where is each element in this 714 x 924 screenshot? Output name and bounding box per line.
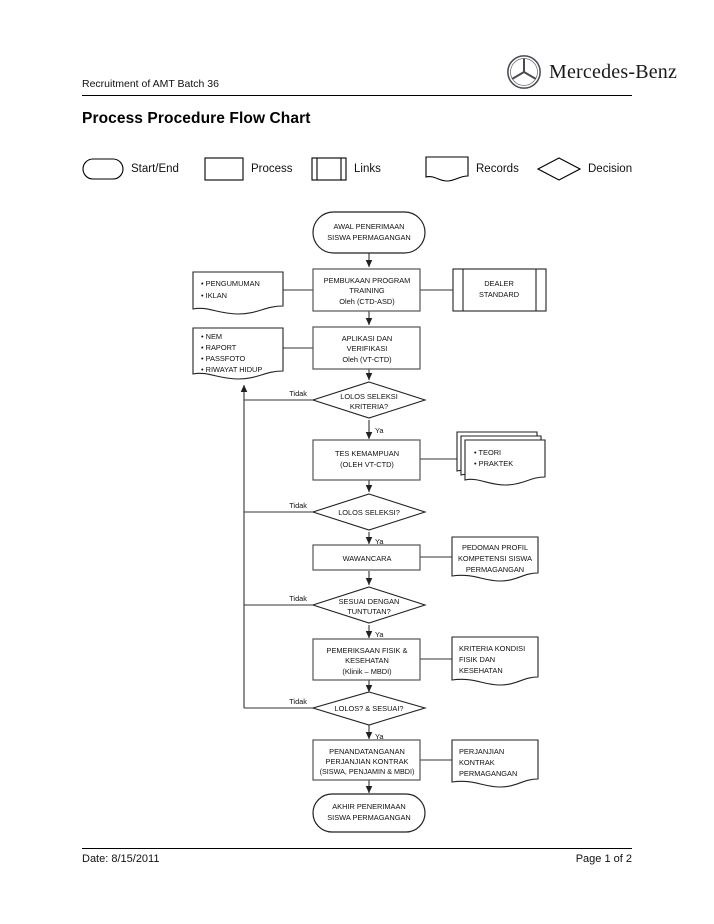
node-dec-seleksi-line-1: LOLOS SELEKSI? xyxy=(338,508,400,517)
node-doc-berkas: • NEM • RAPORT • PASSFOTO • RIWAYAT HIDU… xyxy=(192,327,284,380)
node-doc-teori-line-2: • PRAKTEK xyxy=(474,459,513,468)
edge-label-seleksi-no: Tidak xyxy=(289,501,307,510)
node-proc-fisik: PEMERIKSAAN FISIK & KESEHATAN (Klinik – … xyxy=(312,638,421,681)
legend-label-records: Records xyxy=(476,163,519,175)
node-doc-berkas-line-3: • PASSFOTO xyxy=(201,354,245,363)
node-proc-aplikasi-line-3: Oleh (VT-CTD) xyxy=(342,355,391,364)
footer-divider xyxy=(82,848,632,849)
brand-name: Mercedes-Benz xyxy=(549,60,678,83)
header-divider xyxy=(82,95,632,96)
legend-item-terminator: Start/End xyxy=(82,152,179,186)
node-links-dealer: DEALER STANDARD xyxy=(452,268,547,312)
node-proc-aplikasi-line-1: APLIKASI DAN xyxy=(342,334,393,343)
process-flow-chart: AWAL PENERIMAAN SISWA PERMAGANGAN • PENG… xyxy=(0,196,714,846)
document-header-label: Recruitment of AMT Batch 36 xyxy=(82,78,219,90)
node-proc-kontrak: PENANDATANGANAN PERJANJIAN KONTRAK (SISW… xyxy=(312,739,421,781)
legend-item-process: Process xyxy=(204,152,293,186)
node-doc-pengumuman-line-2: • IKLAN xyxy=(201,291,227,300)
node-proc-tes: TES KEMAMPUAN (OLEH VT-CTD) xyxy=(312,439,421,481)
node-dec-lolos-line-1: LOLOS? & SESUAI? xyxy=(334,704,403,713)
legend-item-records: Records xyxy=(425,152,519,186)
footer-date: Date: 8/15/2011 xyxy=(82,853,160,865)
node-dec-sesuai-line-1: SESUAI DENGAN xyxy=(339,597,400,606)
node-doc-kriteria-line-2: FISIK DAN xyxy=(459,655,495,664)
terminator-shape-icon xyxy=(82,158,124,180)
node-doc-perjanjian: PERJANJIAN KONTRAK PERMAGANGAN xyxy=(451,739,539,788)
node-proc-tes-line-2: (OLEH VT-CTD) xyxy=(340,460,394,469)
node-doc-berkas-line-1: • NEM xyxy=(201,332,222,341)
edge-label-lolos-no: Tidak xyxy=(289,697,307,706)
records-shape-icon xyxy=(425,156,469,182)
node-proc-pembukaan-line-1: PEMBUKAAN PROGRAM xyxy=(324,276,411,285)
brand-logo: Mercedes-Benz xyxy=(505,52,678,92)
edge-label-lolos-yes: Ya xyxy=(375,732,384,741)
edge-label-sesuai-yes: Ya xyxy=(375,630,384,639)
node-proc-kontrak-line-3: (SISWA, PENJAMIN & MBDI) xyxy=(320,767,415,776)
node-doc-pedoman: PEDOMAN PROFIL KOMPETENSI SISWA PERMAGAN… xyxy=(451,536,539,582)
node-doc-teori-stack: • TEORI • PRAKTEK xyxy=(456,431,546,486)
node-doc-perjanjian-line-3: PERMAGANGAN xyxy=(459,769,517,778)
edge-label-sesuai-no: Tidak xyxy=(289,594,307,603)
node-doc-perjanjian-line-2: KONTRAK xyxy=(459,758,495,767)
node-dec-sesuai: SESUAI DENGAN TUNTUTAN? xyxy=(311,586,427,624)
edge-label-seleksi-yes: Ya xyxy=(375,537,384,546)
node-proc-aplikasi-line-2: VERIFIKASI xyxy=(347,344,388,353)
node-proc-kontrak-line-1: PENANDATANGANAN xyxy=(329,747,405,756)
node-proc-pembukaan-line-2: TRAINING xyxy=(349,286,385,295)
node-proc-pembukaan-line-3: Oleh (CTD-ASD) xyxy=(339,297,394,306)
shape-legend: Start/End Process Links Records xyxy=(82,152,642,186)
node-proc-aplikasi: APLIKASI DAN VERIFIKASI Oleh (VT-CTD) xyxy=(312,326,421,370)
node-dec-kriteria-line-1: LOLOS SELEKSI xyxy=(340,392,398,401)
legend-label-process: Process xyxy=(251,163,293,175)
page-title: Process Procedure Flow Chart xyxy=(82,110,311,127)
flow-chart-canvas: AWAL PENERIMAAN SISWA PERMAGANGAN • PENG… xyxy=(192,211,547,833)
node-proc-pembukaan: PEMBUKAAN PROGRAM TRAINING Oleh (CTD-ASD… xyxy=(312,268,421,312)
node-doc-pedoman-line-3: PERMAGANGAN xyxy=(466,565,524,574)
node-links-dealer-line-2: STANDARD xyxy=(479,290,519,299)
node-doc-pengumuman: • PENGUMUMAN • IKLAN xyxy=(192,271,284,315)
legend-item-links: Links xyxy=(311,152,381,186)
legend-label-links: Links xyxy=(354,163,381,175)
node-doc-berkas-line-2: • RAPORT xyxy=(201,343,237,352)
legend-item-decision: Decision xyxy=(537,152,632,186)
node-doc-pengumuman-line-1: • PENGUMUMAN xyxy=(201,279,260,288)
node-end: AKHIR PENERIMAAN SISWA PERMAGANGAN xyxy=(312,793,426,833)
node-doc-pedoman-line-2: KOMPETENSI SISWA xyxy=(458,554,532,563)
edge-label-kriteria-yes: Ya xyxy=(375,426,384,435)
node-proc-kontrak-line-2: PERJANJIAN KONTRAK xyxy=(326,757,409,766)
node-dec-sesuai-line-2: TUNTUTAN? xyxy=(347,607,390,616)
node-proc-wawancara: WAWANCARA xyxy=(312,544,421,571)
edge-label-kriteria-no: Tidak xyxy=(289,389,307,398)
legend-label-terminator: Start/End xyxy=(131,163,179,175)
node-end-line-2: SISWA PERMAGANGAN xyxy=(327,813,411,822)
process-shape-icon xyxy=(204,157,244,181)
node-doc-perjanjian-line-1: PERJANJIAN xyxy=(459,747,504,756)
decision-shape-icon xyxy=(537,157,581,181)
node-doc-berkas-line-4: • RIWAYAT HIDUP xyxy=(201,365,262,374)
node-proc-fisik-line-3: (Klinik – MBDI) xyxy=(342,667,391,676)
node-proc-tes-line-1: TES KEMAMPUAN xyxy=(335,449,399,458)
node-proc-wawancara-line-1: WAWANCARA xyxy=(343,554,392,563)
node-start-line-2: SISWA PERMAGANGAN xyxy=(327,233,411,242)
node-proc-fisik-line-2: KESEHATAN xyxy=(345,656,389,665)
node-start: AWAL PENERIMAAN SISWA PERMAGANGAN xyxy=(312,211,426,254)
node-dec-kriteria: LOLOS SELEKSI KRITERIA? xyxy=(311,381,427,419)
links-shape-icon xyxy=(311,157,347,181)
node-dec-kriteria-line-2: KRITERIA? xyxy=(350,402,388,411)
node-dec-seleksi: LOLOS SELEKSI? xyxy=(311,493,427,531)
legend-label-decision: Decision xyxy=(588,163,633,175)
node-dec-lolos-sesuai: LOLOS? & SESUAI? xyxy=(311,691,427,726)
footer-page-number: Page 1 of 2 xyxy=(575,853,632,865)
node-doc-kriteria-line-1: KRITERIA KONDISI xyxy=(459,644,525,653)
node-links-dealer-line-1: DEALER xyxy=(484,279,514,288)
node-doc-kriteria-kondisi: KRITERIA KONDISI FISIK DAN KESEHATAN xyxy=(451,636,539,686)
node-proc-fisik-line-1: PEMERIKSAAN FISIK & xyxy=(327,646,408,655)
node-end-line-1: AKHIR PENERIMAAN xyxy=(332,802,406,811)
node-doc-teori-line-1: • TEORI xyxy=(474,448,501,457)
node-start-line-1: AWAL PENERIMAAN xyxy=(333,222,404,231)
mercedes-star-icon xyxy=(507,55,541,89)
node-doc-pedoman-line-1: PEDOMAN PROFIL xyxy=(462,543,528,552)
node-doc-kriteria-line-3: KESEHATAN xyxy=(459,666,503,675)
